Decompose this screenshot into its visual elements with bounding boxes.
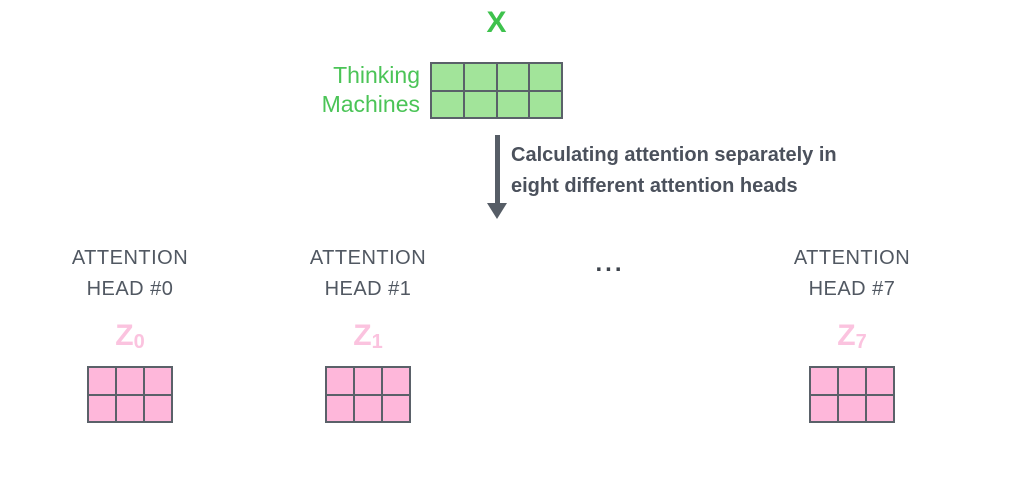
matrix-cell: [89, 395, 115, 421]
matrix-cell: [145, 395, 171, 421]
matrix-cell: [867, 368, 893, 394]
arrow-caption-line2: eight different attention heads: [511, 175, 798, 197]
matrix-cell: [839, 395, 865, 421]
head-matrix-label-base: Z: [353, 319, 372, 352]
matrix-cell: [867, 395, 893, 421]
matrix-cell: [464, 64, 496, 90]
head-title-line2: HEAD #7: [808, 278, 896, 300]
matrix-cell: [464, 91, 496, 117]
matrix-cell: [117, 368, 143, 394]
input-row-label-1: Thinking: [333, 62, 420, 88]
matrix-cell: [432, 64, 463, 90]
head-matrix-grid: [87, 366, 173, 423]
head-title: ATTENTION HEAD #7: [742, 243, 962, 305]
matrix-cell: [89, 368, 115, 394]
head-matrix-label-subscript: 7: [855, 331, 867, 353]
attention-head-0: ATTENTION HEAD #0 Z0: [20, 243, 240, 423]
matrix-cell: [327, 368, 353, 394]
head-title-line1: ATTENTION: [309, 247, 427, 269]
matrix-cell: [383, 368, 409, 394]
matrix-cell: [355, 395, 381, 421]
matrix-cell: [497, 91, 529, 117]
input-matrix-label: X: [486, 6, 507, 39]
head-title-line1: ATTENTION: [793, 247, 911, 269]
head-matrix-label-subscript: 1: [371, 331, 383, 353]
attention-head-7: ATTENTION HEAD #7 Z7: [742, 243, 962, 423]
arrow-caption: Calculating attention separately in eigh…: [511, 140, 931, 202]
matrix-cell: [432, 91, 463, 117]
down-arrow-head: [487, 203, 507, 219]
head-title-line2: HEAD #0: [86, 278, 174, 300]
down-arrow-shaft: [495, 135, 500, 205]
input-matrix-grid: [430, 62, 563, 119]
matrix-cell: [811, 368, 837, 394]
matrix-cell: [839, 368, 865, 394]
matrix-cell: [497, 64, 529, 90]
matrix-cell: [327, 395, 353, 421]
heads-ellipsis: ...: [595, 250, 625, 277]
head-title: ATTENTION HEAD #0: [20, 243, 240, 305]
head-matrix-grid: [325, 366, 411, 423]
input-matrix-row-labels: Thinking Machines: [160, 61, 420, 119]
matrix-cell: [355, 368, 381, 394]
matrix-cell: [145, 368, 171, 394]
matrix-cell: [117, 395, 143, 421]
matrix-cell: [383, 395, 409, 421]
head-matrix-label: Z7: [742, 318, 962, 357]
head-title: ATTENTION HEAD #1: [258, 243, 478, 305]
head-matrix-label-base: Z: [115, 319, 134, 352]
head-title-line1: ATTENTION: [71, 247, 189, 269]
matrix-cell: [530, 91, 561, 117]
head-matrix-label: Z1: [258, 318, 478, 357]
input-row-label-2: Machines: [321, 91, 420, 117]
head-title-line2: HEAD #1: [324, 278, 412, 300]
head-matrix-label-subscript: 0: [133, 331, 145, 353]
attention-head-1: ATTENTION HEAD #1 Z1: [258, 243, 478, 423]
head-matrix-grid: [809, 366, 895, 423]
head-matrix-label: Z0: [20, 318, 240, 357]
matrix-cell: [811, 395, 837, 421]
head-matrix-label-base: Z: [837, 319, 856, 352]
arrow-caption-line1: Calculating attention separately in: [511, 144, 837, 166]
matrix-cell: [530, 64, 561, 90]
